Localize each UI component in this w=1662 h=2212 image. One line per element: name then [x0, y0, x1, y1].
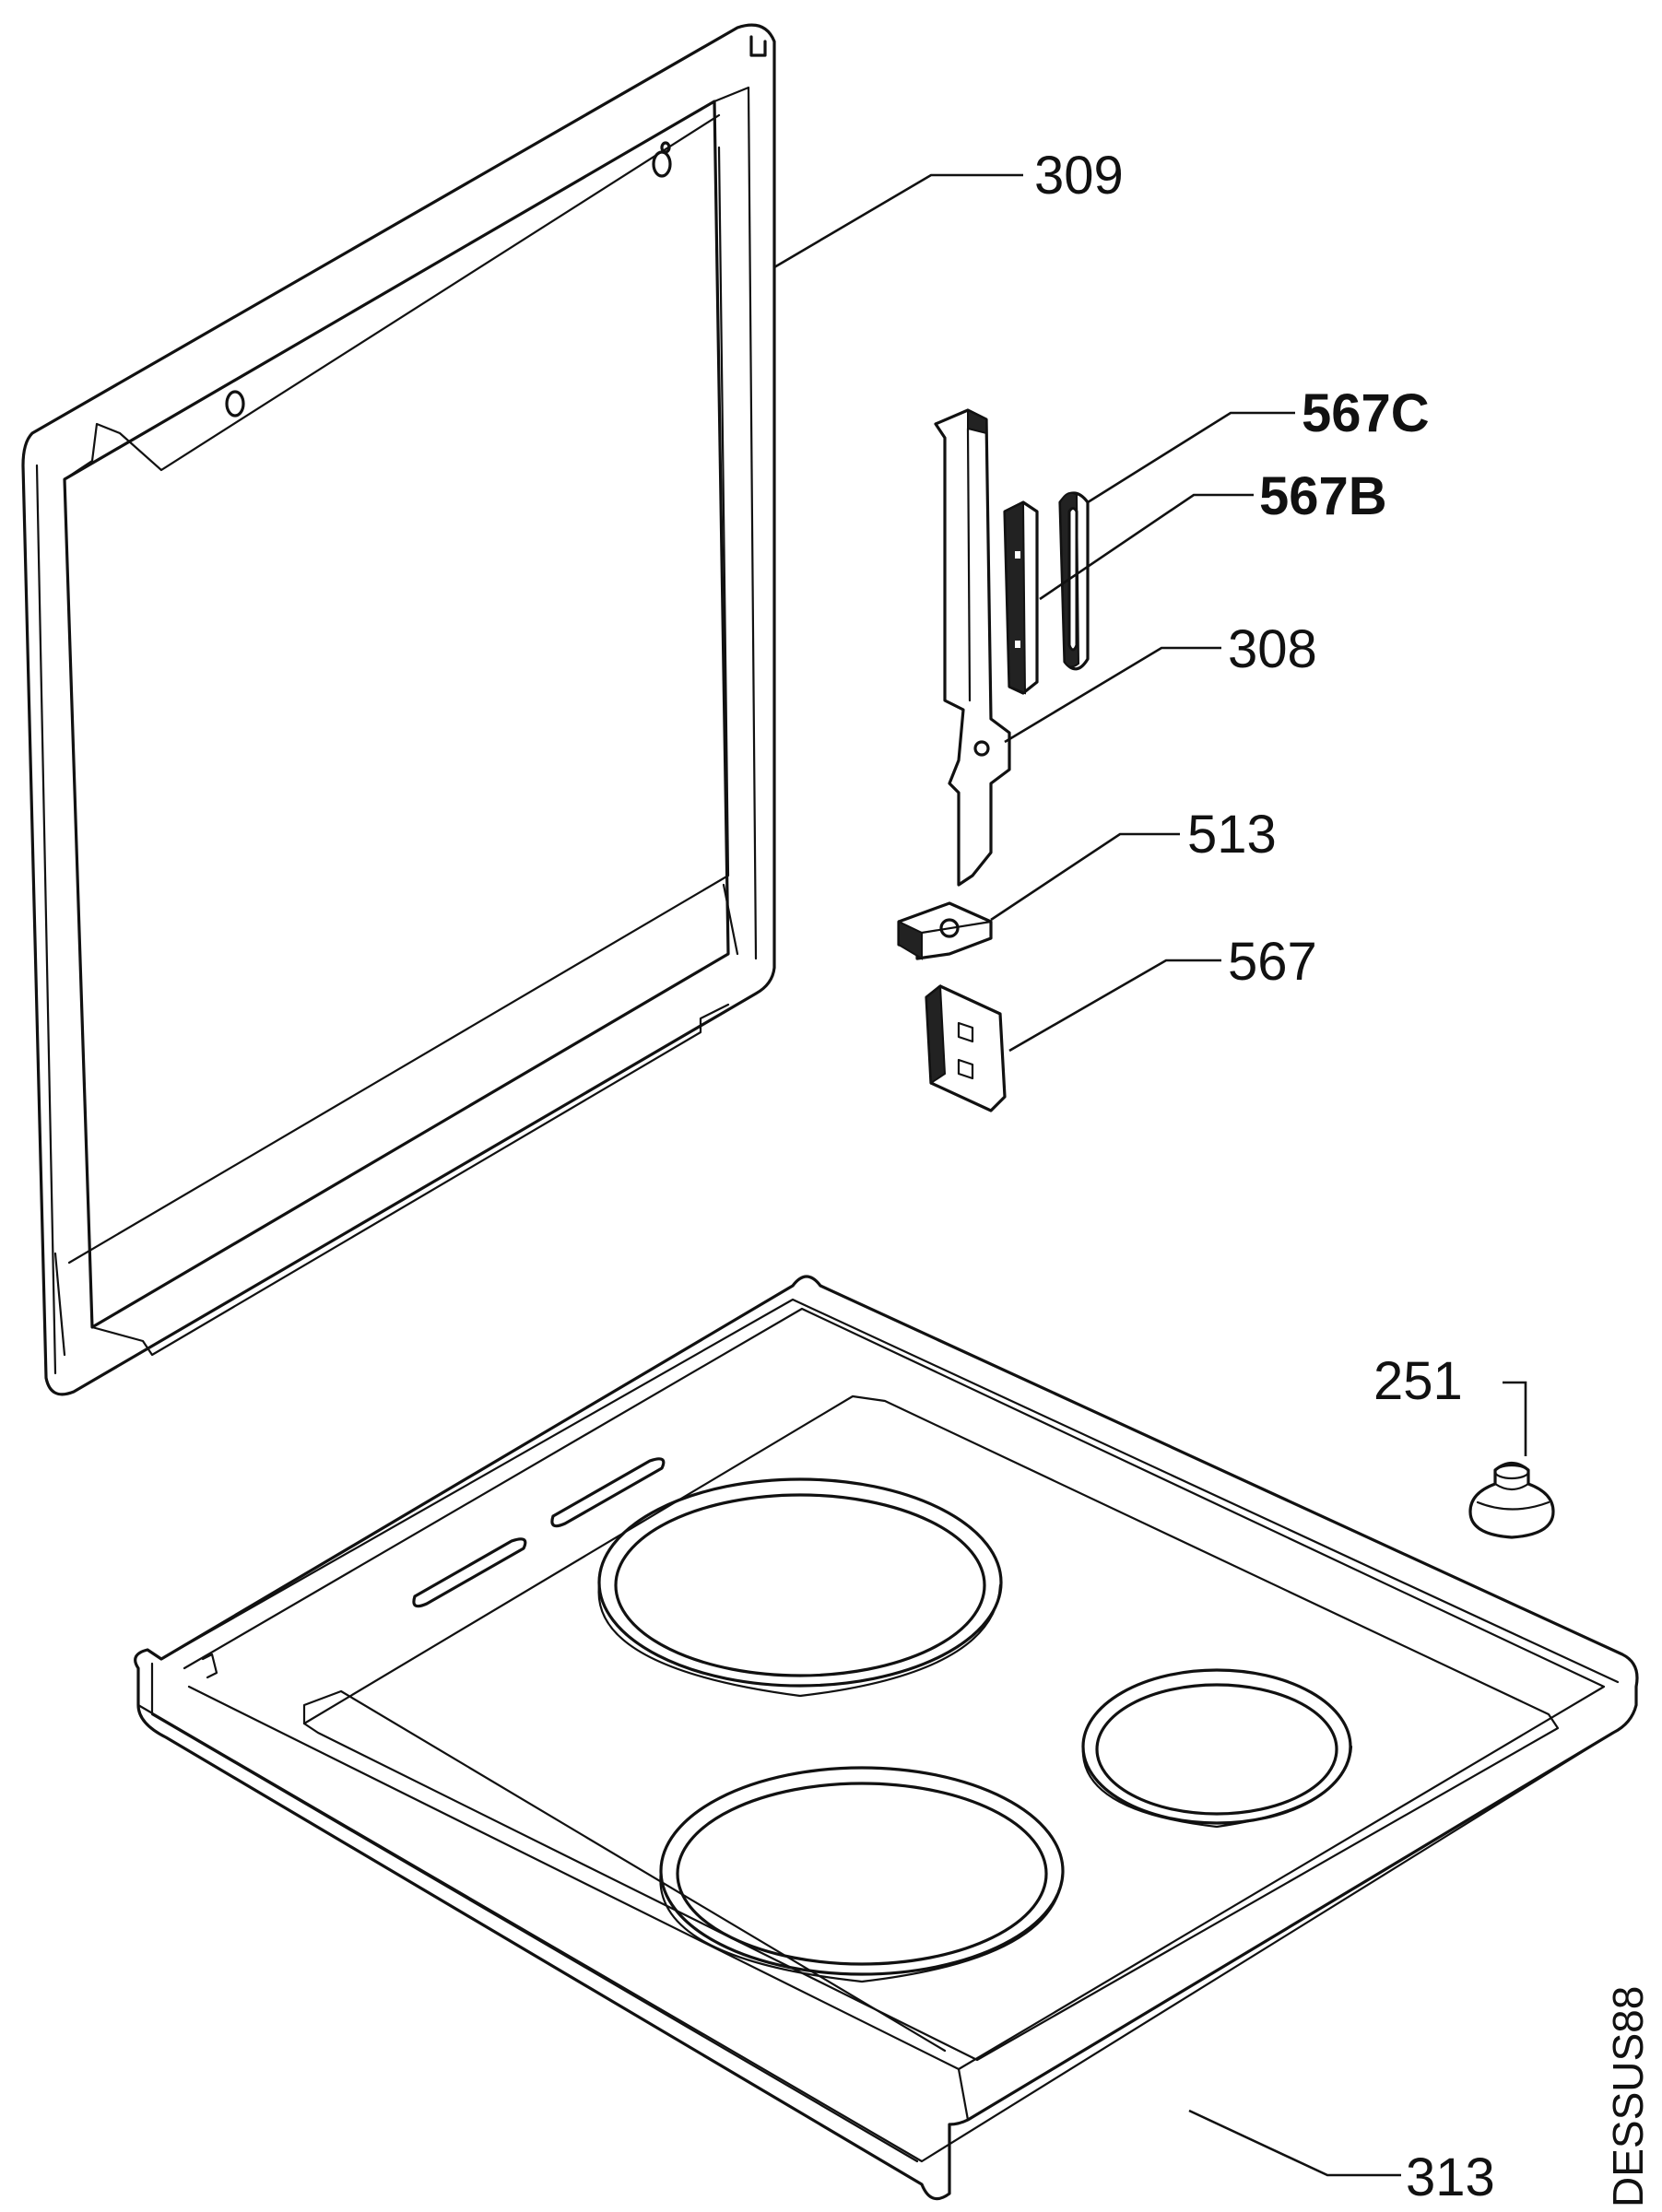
leader-567c: [1087, 411, 1295, 504]
label-567: 567: [1228, 932, 1317, 992]
label-251: 251: [1373, 1351, 1463, 1411]
leader-313: [1188, 2109, 1401, 2177]
foot-knob: [1468, 1461, 1555, 1539]
clip-bracket: [897, 901, 993, 960]
label-513: 513: [1187, 805, 1277, 865]
spacer-strip: [1003, 500, 1039, 695]
label-313: 313: [1406, 2147, 1495, 2207]
leader-308: [1004, 646, 1221, 744]
leader-567b: [1039, 493, 1254, 601]
leader-567: [1008, 959, 1221, 1053]
leader-513: [990, 832, 1180, 922]
hinge-arm: [934, 408, 1011, 887]
drawing-code: DESSUS88: [1604, 1986, 1652, 2207]
link-bar: [1058, 491, 1090, 671]
hob-top: [134, 1275, 1639, 2201]
label-309: 309: [1034, 146, 1124, 206]
label-567c: 567C: [1302, 383, 1430, 443]
lid-panel: [21, 23, 776, 1396]
leader-309: [773, 173, 1023, 269]
mounting-plate: [925, 984, 1007, 1112]
label-308: 308: [1228, 619, 1317, 679]
leader-251: [1503, 1381, 1527, 1456]
label-567b: 567B: [1259, 466, 1387, 526]
